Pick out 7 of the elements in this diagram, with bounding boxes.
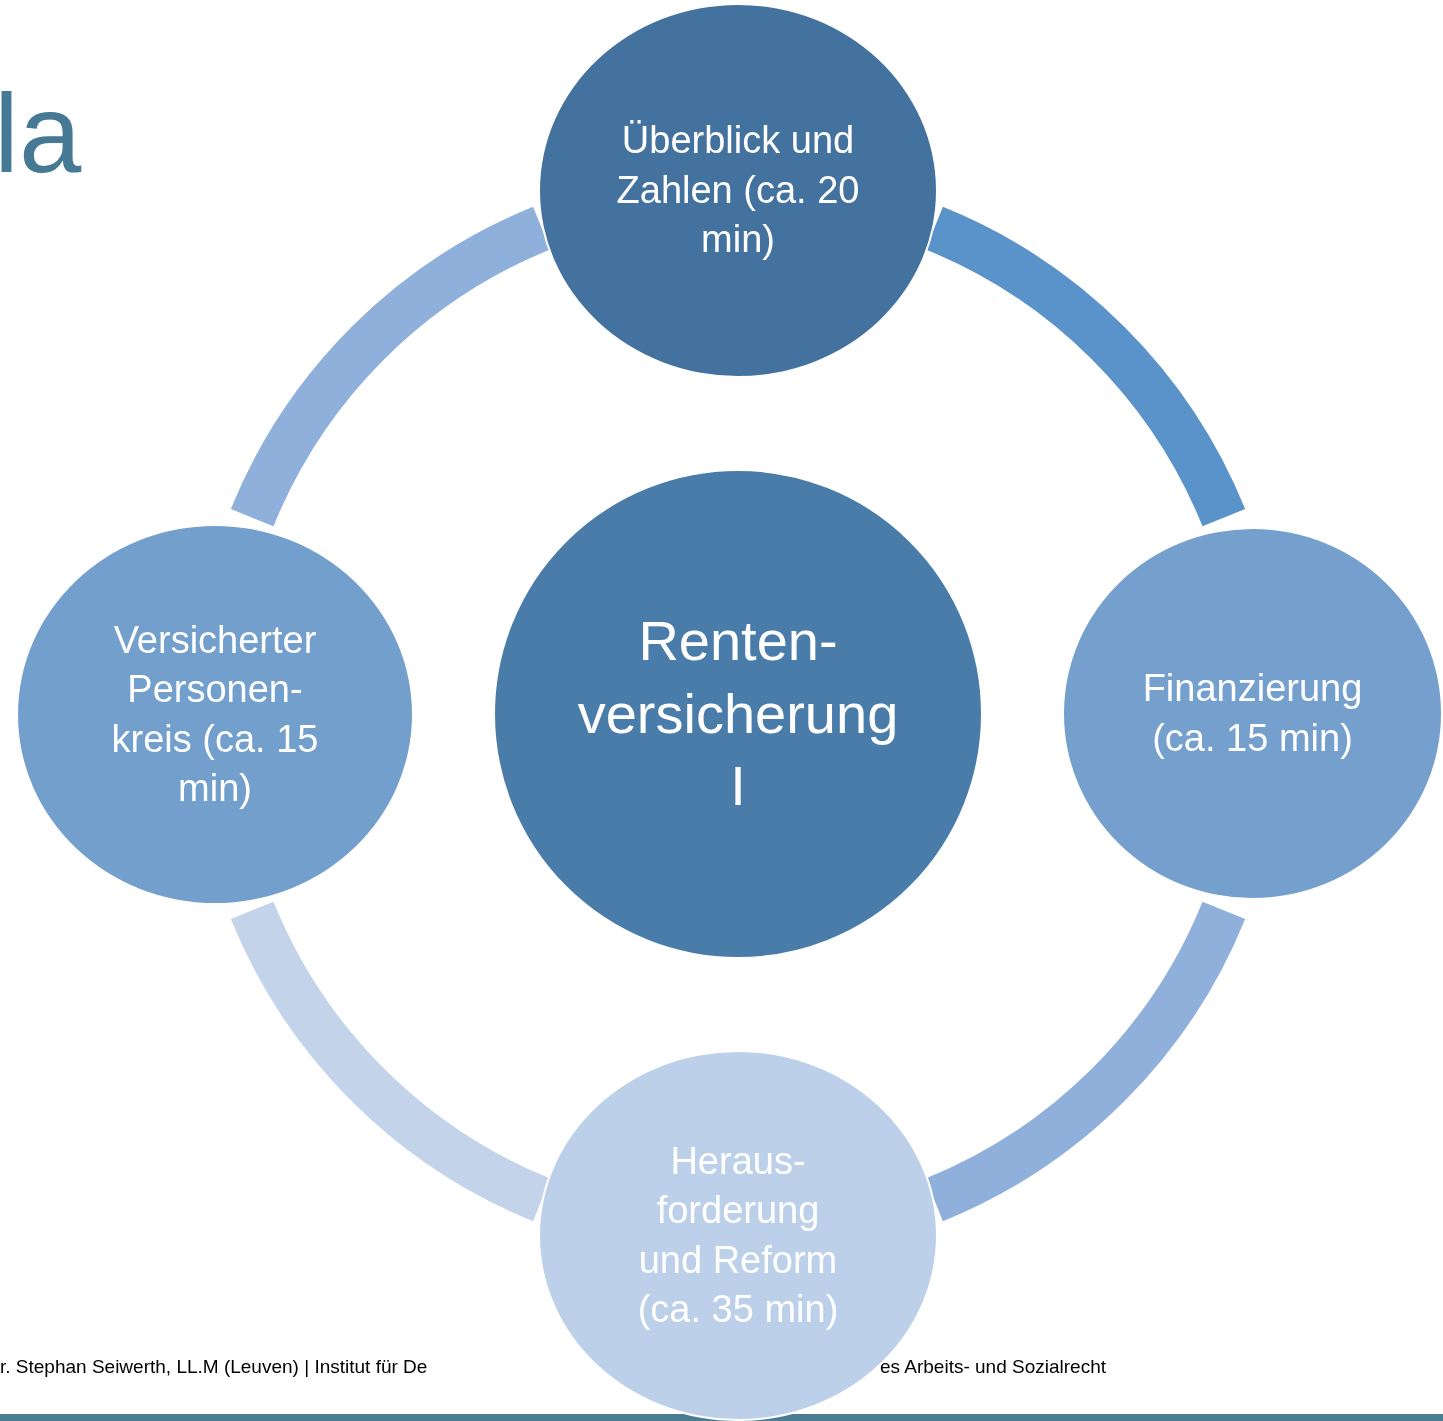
topic-circle: Renten- versicherung I [493, 469, 983, 959]
footer-text: r. Stephan Seiwerth, LL.M (Leuven) | Institut für De [0, 1355, 428, 1379]
topic-circle: Versicherter Personen- kreis (ca. 15 min) [16, 524, 414, 905]
topic-circle: Überblick und Zahlen (ca. 20 min) [538, 3, 938, 378]
footer-text: es Arbeits- und Sozialrecht [880, 1355, 1106, 1379]
topic-circle: Finanzierung (ca. 15 min) [1062, 527, 1443, 900]
slide-title: la [0, 78, 82, 190]
